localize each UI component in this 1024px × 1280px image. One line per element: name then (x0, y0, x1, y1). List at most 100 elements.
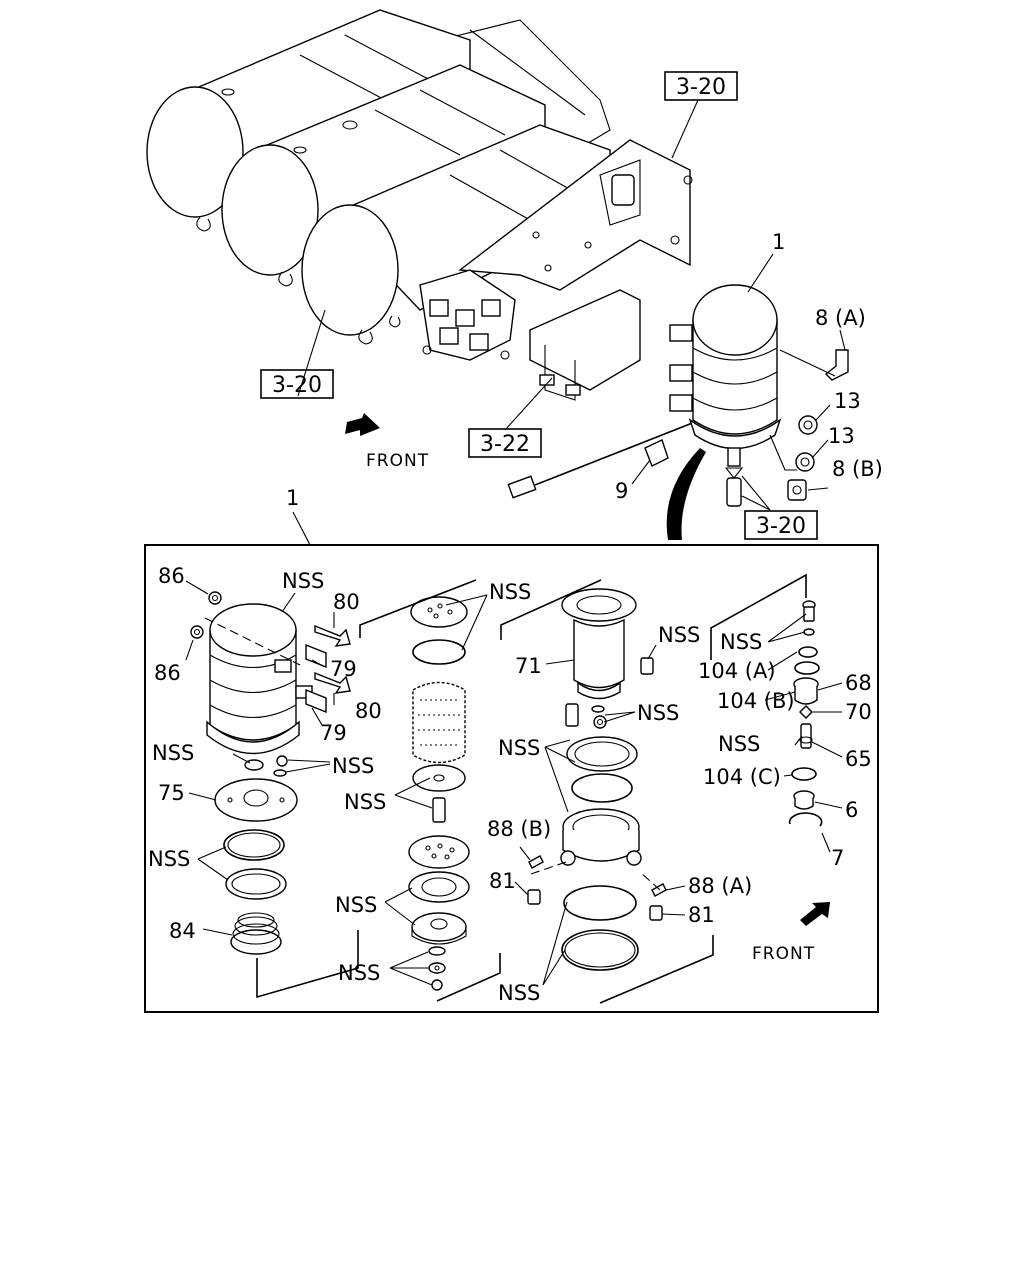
fitting-8a (824, 349, 849, 381)
filter-bolt (432, 797, 446, 823)
body-washer (591, 705, 605, 713)
label-nss-rings: NSS (148, 847, 190, 871)
wire-harness (534, 419, 701, 486)
filter-base (411, 912, 467, 945)
stem-65 (799, 723, 813, 749)
label-nss-gaskets: NSS (498, 981, 540, 1005)
snap-ring-7 (788, 812, 823, 827)
bracket-79-bot (305, 688, 327, 714)
callout-nut-13-upper: 13 (834, 389, 861, 413)
spring-70 (799, 705, 813, 719)
valve-block (419, 269, 516, 361)
label-81-left: 81 (489, 869, 516, 893)
filter-ring (412, 639, 466, 665)
air-dryer (669, 284, 782, 467)
label-88b: 88 (B) (487, 817, 551, 841)
dryer-housing (206, 603, 313, 755)
label-nss-65: NSS (718, 732, 760, 756)
label-104a: 104 (A) (698, 659, 776, 683)
support-bracket (529, 289, 641, 401)
nut-86-top (208, 591, 222, 605)
air-tank-1 (146, 9, 471, 232)
label-75: 75 (158, 781, 185, 805)
valve-68 (793, 677, 819, 705)
body-nut (593, 715, 607, 729)
label-88a: 88 (A) (688, 874, 752, 898)
o-ring-104b (794, 661, 820, 675)
svg-text:FRONT: FRONT (366, 451, 429, 471)
o-ring-104c (791, 767, 817, 781)
detail-title: 1 (286, 486, 299, 510)
valve-ring-small (803, 628, 815, 636)
body-gasket-top (566, 736, 638, 772)
label-71: 71 (515, 654, 542, 678)
nut-13-upper (798, 415, 818, 435)
filter-top-plate (410, 596, 468, 628)
filter-perforated-plate (408, 835, 470, 869)
detail-pointer (666, 448, 706, 540)
label-nss-housing: NSS (282, 569, 324, 593)
label-68: 68 (845, 671, 872, 695)
nut-86-bot (190, 625, 204, 639)
screw-88b (528, 855, 544, 869)
label-81-right: 81 (688, 903, 715, 927)
svg-text:FRONT: FRONT (752, 944, 815, 964)
ref-box-tanks-left[interactable]: 3-20 (260, 369, 334, 399)
filter-small-washer (428, 962, 446, 974)
valve-screw-top (802, 600, 816, 622)
small-clip-nss-b (273, 769, 287, 777)
svg-text:3-20: 3-20 (272, 373, 322, 398)
detail-box (144, 544, 879, 1013)
dryer-body (560, 808, 642, 866)
svg-text:3-20: 3-20 (756, 514, 806, 539)
bolt-81-left (527, 889, 541, 905)
label-nss-bolt: NSS (637, 701, 679, 725)
nut-13-lower (795, 452, 815, 472)
label-nss-filter-mid: NSS (344, 790, 386, 814)
o-ring-flat (225, 868, 287, 900)
callout-dryer: 1 (772, 230, 785, 254)
svg-text:3-22: 3-22 (480, 432, 530, 457)
body-bolt (565, 703, 579, 727)
bolt-80-top (314, 624, 351, 647)
ref-box-bottom-fitting[interactable]: 3-20 (744, 510, 818, 540)
label-70: 70 (845, 700, 872, 724)
harness-connector (507, 475, 537, 499)
callout-connector-9: 9 (615, 479, 628, 503)
label-104c: 104 (C) (703, 765, 781, 789)
label-nss-left-a: NSS (152, 741, 194, 765)
air-tank-3 (293, 124, 611, 345)
front-arrow-detail: FRONT (752, 902, 830, 964)
cover-plate-75 (214, 778, 298, 822)
callout-fitting-8b: 8 (B) (832, 457, 883, 481)
gasket-lower-2 (561, 929, 639, 971)
label-6: 6 (845, 798, 858, 822)
label-65: 65 (845, 747, 872, 771)
label-84: 84 (169, 919, 196, 943)
bolt-80-bot (314, 671, 351, 694)
small-nut-nss-a (276, 755, 288, 767)
desiccant-cartridge (412, 681, 466, 764)
canister-71 (561, 588, 637, 700)
bolt-81-right (649, 905, 663, 921)
bottom-pipe (724, 467, 744, 507)
front-arrow-top: FRONT (345, 413, 429, 471)
label-nss-filter-low: NSS (335, 893, 377, 917)
label-nss-filter-top: NSS (489, 580, 531, 604)
label-nss-valve: NSS (720, 630, 762, 654)
fitting-8b (787, 479, 807, 501)
ref-box-bracket[interactable]: 3-22 (468, 428, 542, 458)
plug-6 (793, 790, 815, 810)
label-86-bot: 86 (154, 661, 181, 685)
callout-fitting-8a: 8 (A) (815, 306, 866, 330)
gasket-lower-1 (563, 885, 637, 921)
air-tank-assembly (146, 9, 701, 499)
ref-box-tanks-top[interactable]: 3-20 (664, 71, 738, 101)
bracket-79-top (305, 643, 327, 669)
spring-84 (230, 912, 282, 955)
body-oring (571, 773, 633, 803)
screw-88a (651, 883, 667, 897)
label-79-top: 79 (330, 657, 357, 681)
label-80-bot: 80 (355, 699, 382, 723)
